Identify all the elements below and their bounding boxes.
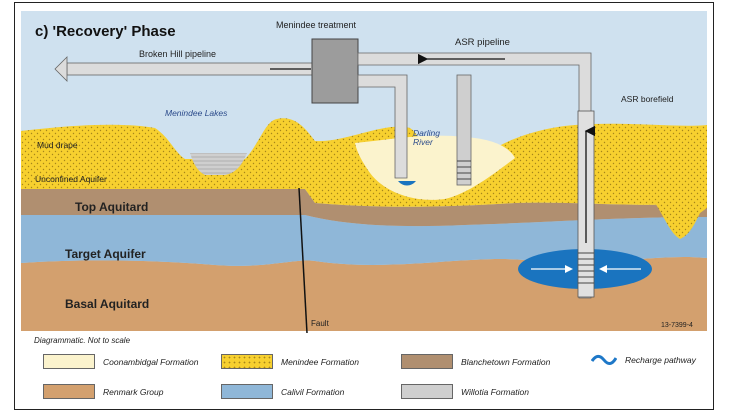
legend-swatch xyxy=(221,384,273,399)
willotia-formation-layer xyxy=(190,153,247,175)
legend-item: Blanchetown Formation xyxy=(401,354,550,369)
legend-item: Renmark Group xyxy=(43,384,163,399)
river-bore-screen xyxy=(457,160,471,180)
legend-label: Recharge pathway xyxy=(625,355,696,365)
legend-item: Recharge pathway xyxy=(591,354,696,366)
scale-note: Diagrammatic. Not to scale xyxy=(34,336,131,345)
calivil-formation-layer xyxy=(21,215,707,266)
recovery-phase-diagram: c) 'Recovery' Phase Menindee treatment A… xyxy=(21,11,707,334)
menindee-lakes-label: Menindee Lakes xyxy=(165,108,228,118)
figure-code: 13-7399-4 xyxy=(661,322,693,329)
legend-item: Willotia Formation xyxy=(401,384,529,399)
asr-borefield-label: ASR borefield xyxy=(621,94,674,104)
menindee-bulge xyxy=(655,203,707,239)
recharge-pathway-icon xyxy=(591,354,617,365)
legend-item: Menindee Formation xyxy=(221,354,359,369)
legend-swatch xyxy=(43,384,95,399)
top-aquitard-label: Top Aquitard xyxy=(75,200,148,214)
river-bore xyxy=(456,74,472,186)
legend-label: Willotia Formation xyxy=(461,386,529,397)
legend-swatch xyxy=(43,354,95,369)
legend-label: Renmark Group xyxy=(103,386,164,397)
fault-label: Fault xyxy=(311,319,330,328)
legend-swatch xyxy=(401,354,453,369)
unconfined-aquifer-label: Unconfined Aquifer xyxy=(35,174,107,184)
broken-hill-arrow xyxy=(54,56,68,82)
legend-label: Coonambidgal Formation xyxy=(103,356,199,367)
asr-pipeline xyxy=(357,52,592,299)
lens-arrow-right-head xyxy=(599,265,607,273)
legend-label: Blanchetown Formation xyxy=(461,356,551,367)
broken-hill-label: Broken Hill pipeline xyxy=(139,49,216,59)
target-aquifer-label: Target Aquifer xyxy=(65,247,146,261)
blanchetown-formation-layer xyxy=(21,189,707,227)
legend: Coonambidgal Formation Menindee Formation… xyxy=(31,348,721,408)
fault-line xyxy=(298,187,308,334)
diagram-title: c) 'Recovery' Phase xyxy=(35,23,176,40)
basal-aquitard-label: Basal Aquitard xyxy=(65,297,149,311)
mud-drape-label: Mud drape xyxy=(37,140,78,150)
legend-label: Calivil Formation xyxy=(281,386,345,397)
treatment-label: Menindee treatment xyxy=(276,20,357,30)
river-pipe xyxy=(357,74,408,179)
asr-pipeline-label: ASR pipeline xyxy=(455,37,510,48)
legend-label: Menindee Formation xyxy=(281,356,359,367)
river-water xyxy=(398,181,416,186)
diagram-frame: c) 'Recovery' Phase Menindee treatment A… xyxy=(14,2,714,410)
asr-bore-screen xyxy=(578,252,594,284)
legend-swatch xyxy=(401,384,453,399)
lens-arrow-left-head xyxy=(565,265,573,273)
legend-item: Coonambidgal Formation xyxy=(43,354,198,369)
legend-item: Calivil Formation xyxy=(221,384,344,399)
legend-swatch xyxy=(221,354,273,369)
treatment-plant xyxy=(311,38,359,104)
